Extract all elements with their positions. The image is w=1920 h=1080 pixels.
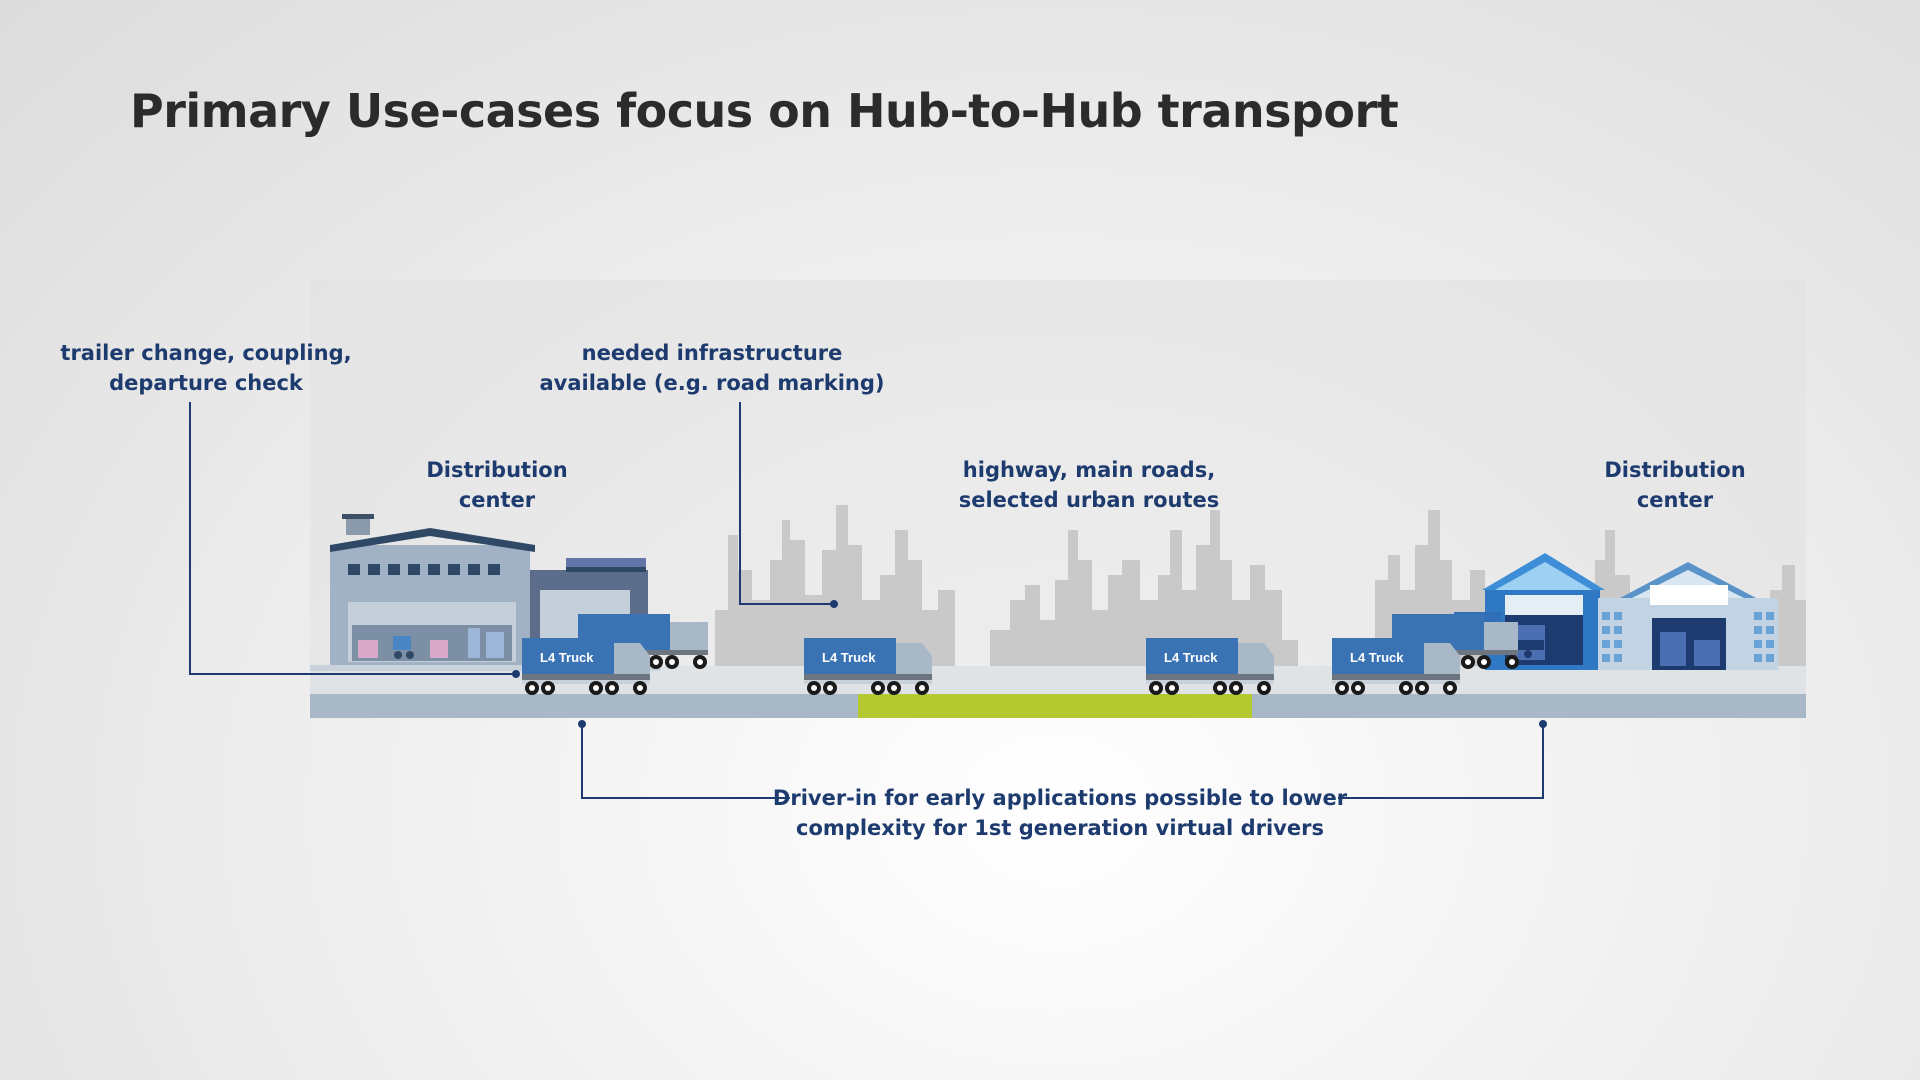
truck-1 [522, 638, 650, 695]
truck-3 [1146, 638, 1274, 695]
truck-label-3: L4 Truck [1164, 650, 1218, 665]
label-distribution-center-right: Distribution center [1604, 458, 1746, 512]
truck-label-2: L4 Truck [822, 650, 876, 665]
truck-4 [1332, 638, 1460, 695]
callout-dot-infrastructure [830, 600, 838, 608]
label-driver-in: Driver-in for early applications possibl… [772, 786, 1348, 840]
page-title: Primary Use-cases focus on Hub-to-Hub tr… [130, 84, 1399, 138]
warehouse-left [310, 514, 660, 671]
label-highway: highway, main roads, selected urban rout… [958, 458, 1220, 512]
highway-segment [858, 694, 1252, 718]
callout-trailer-change [189, 402, 516, 675]
label-distribution-center-left: Distribution center [426, 458, 568, 512]
label-trailer-change: trailer change, coupling, departure chec… [60, 341, 352, 395]
truck-label-1: L4 Truck [540, 650, 594, 665]
callout-driver-in [581, 724, 790, 799]
callout-infrastructure [739, 402, 834, 605]
callout-dot-driver-left [578, 720, 586, 728]
truck-2 [804, 638, 932, 695]
callout-dot-driver-right [1539, 720, 1547, 728]
callout-dot-trailer [512, 670, 520, 678]
truck-label-4: L4 Truck [1350, 650, 1404, 665]
callout-lines [189, 402, 1544, 799]
callout-driver-in-right [1338, 724, 1544, 799]
label-infrastructure: needed infrastructure available (e.g. ro… [539, 341, 885, 395]
